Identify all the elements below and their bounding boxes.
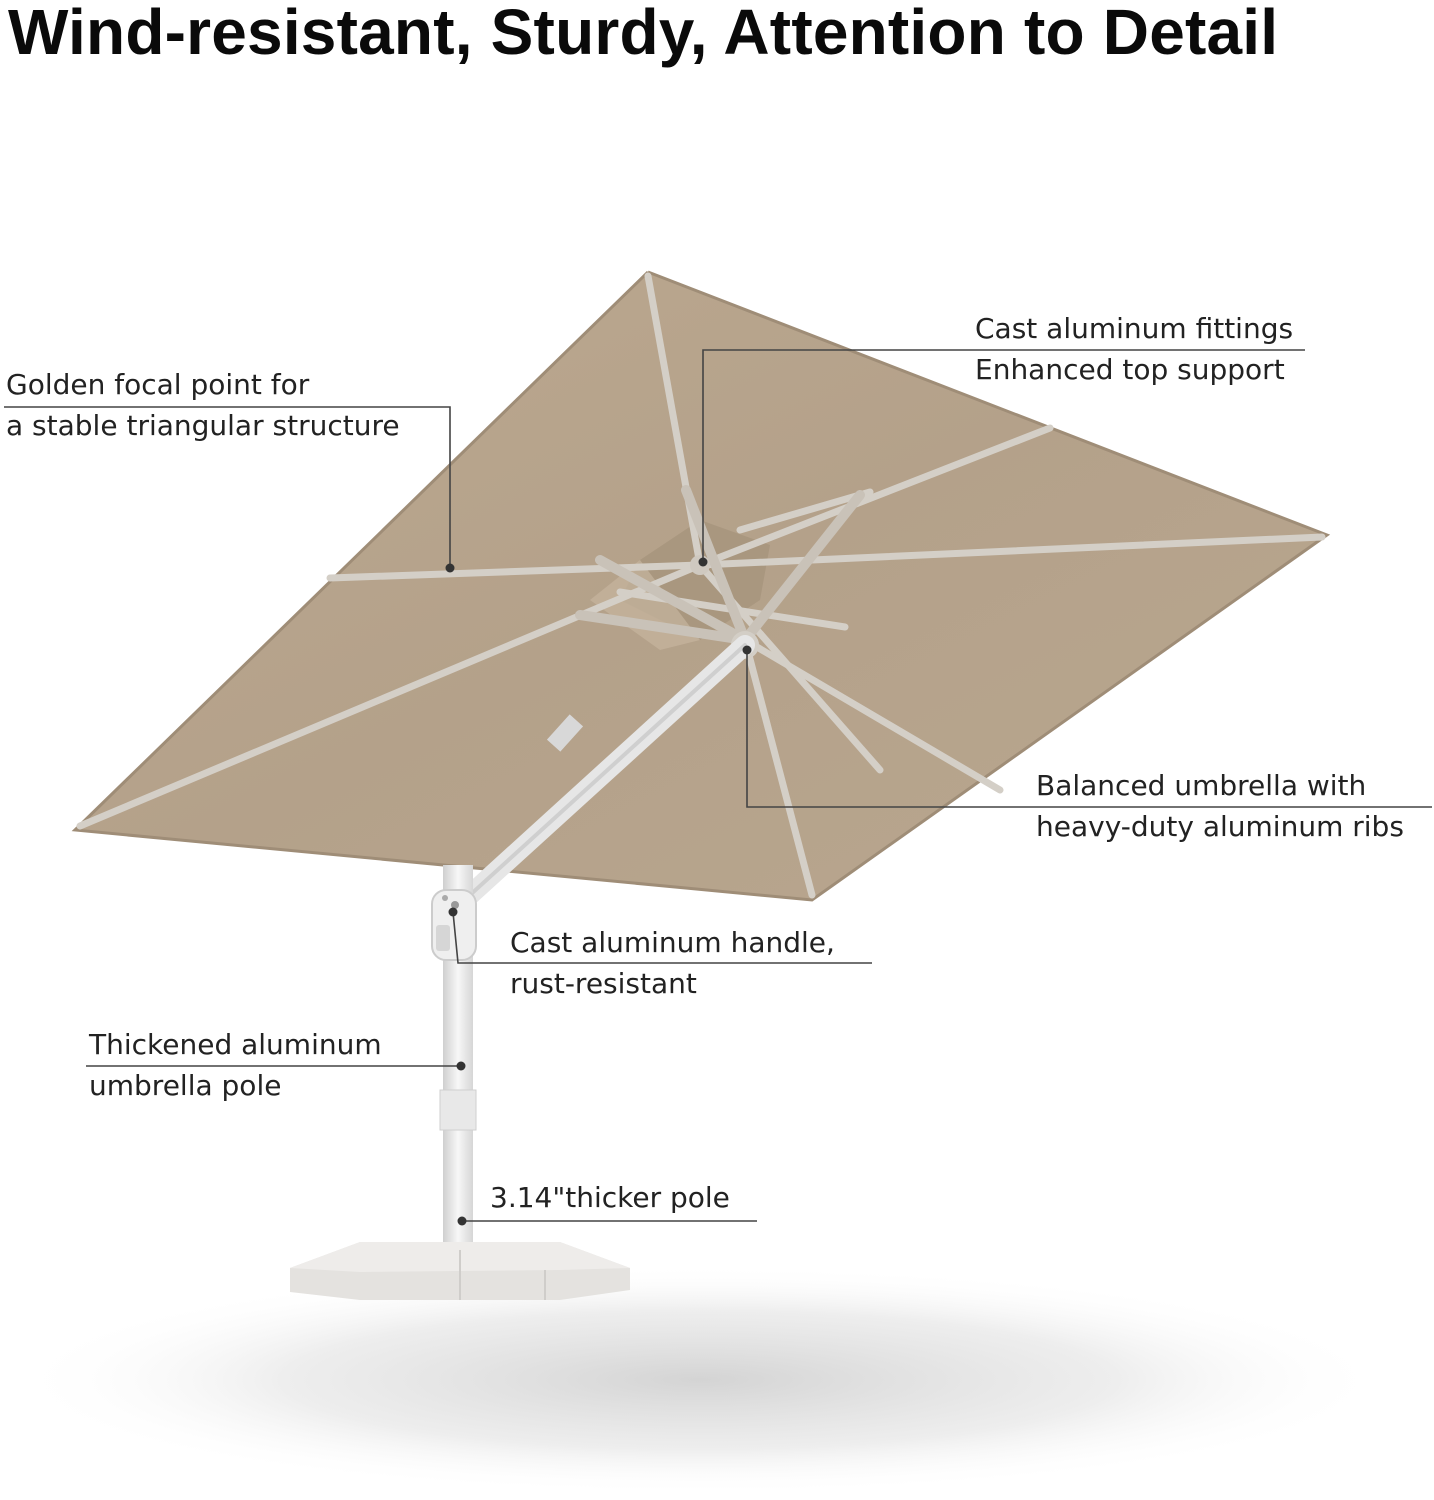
headline: Wind-resistant, Sturdy, Attention to Det… (8, 0, 1279, 68)
callout-cast-fittings: Cast aluminum fittings Enhanced top supp… (975, 308, 1293, 390)
umbrella-pole (431, 865, 477, 1255)
leader-lines (4, 349, 1432, 1222)
callout-thickened-pole: Thickened aluminum umbrella pole (89, 1024, 382, 1106)
callout-line: Balanced umbrella with (1036, 769, 1367, 802)
leader-dots (445, 557, 752, 1226)
callout-cast-handle: Cast aluminum handle, rust-resistant (510, 922, 835, 1004)
callout-line: umbrella pole (89, 1069, 282, 1102)
ground-shadow (10, 1265, 1390, 1495)
cantilever-arm (460, 635, 755, 905)
callout-thicker-pole: 3.14"thicker pole (490, 1177, 730, 1218)
callout-balanced-umbrella: Balanced umbrella with heavy-duty alumin… (1036, 765, 1404, 847)
callout-line: 3.14"thicker pole (490, 1181, 730, 1214)
callout-line: Cast aluminum fittings (975, 312, 1294, 345)
umbrella-base (290, 1242, 630, 1300)
callout-line: Golden focal point for (6, 368, 310, 401)
callout-line: rust-resistant (510, 967, 697, 1000)
callout-line: Cast aluminum handle, (510, 926, 835, 959)
callout-line: heavy-duty aluminum ribs (1036, 810, 1404, 843)
callout-line: Thickened aluminum (89, 1028, 382, 1061)
callout-line: a stable triangular structure (6, 409, 400, 442)
callout-line: Enhanced top support (975, 353, 1285, 386)
callout-golden-focal-point: Golden focal point for a stable triangul… (6, 364, 400, 446)
